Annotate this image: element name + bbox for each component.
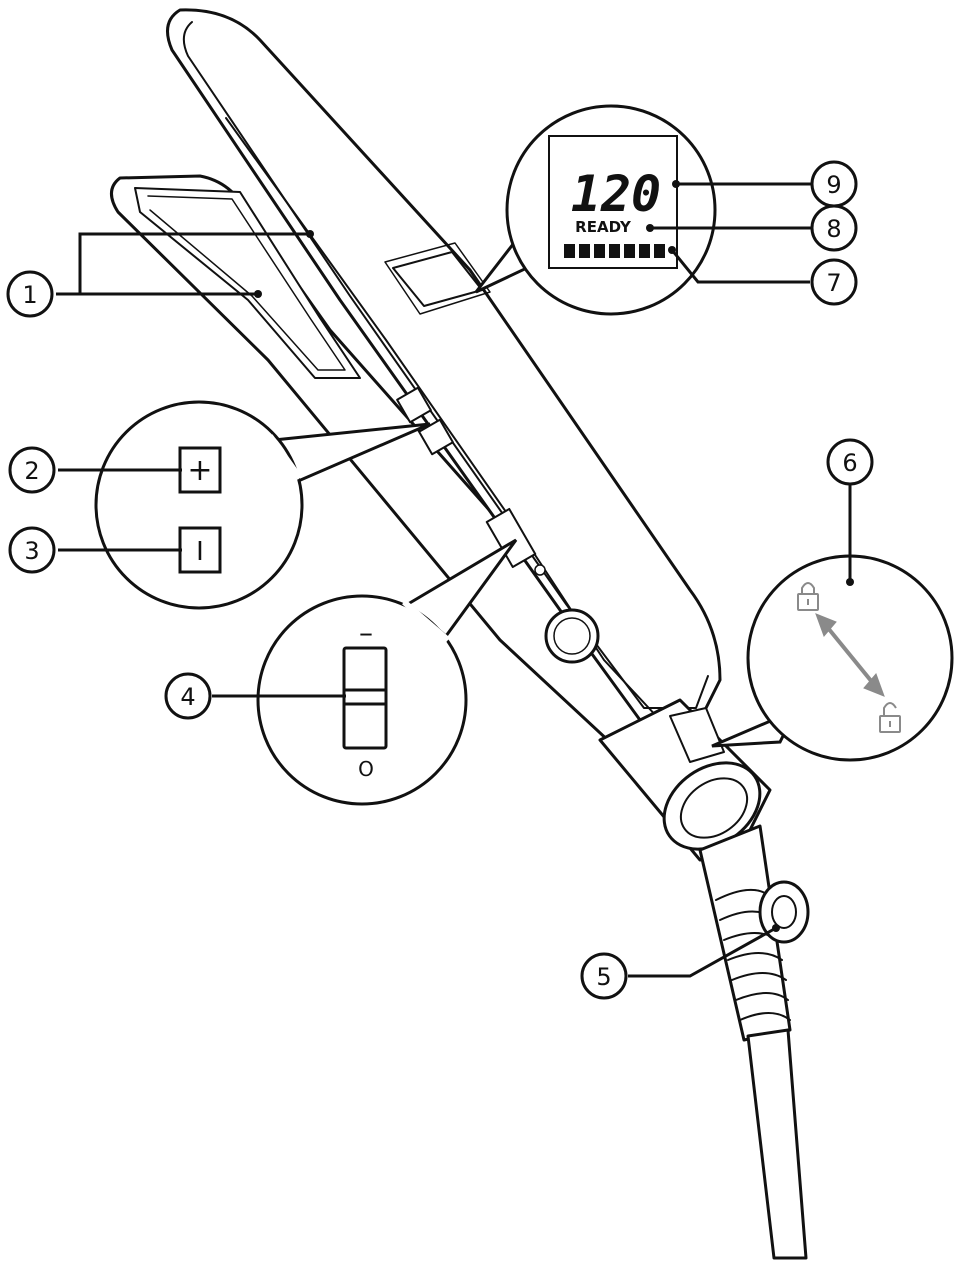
callout-numbers: 1 2 3 4 5 6 7 8 9 [22,171,857,991]
body-round-knob-inner [553,617,591,655]
switch-bottom-symbol: O [358,757,374,781]
callout-circles [6,160,874,1000]
callout-number-3: 3 [24,537,39,565]
minus-button [178,526,222,574]
lcd-ready-text: READY [575,218,632,236]
swivel-ring-inner [679,777,749,839]
lcd-temperature: 120 [571,165,661,223]
callout-number-6: 6 [842,449,857,477]
lcd-level-bar [654,244,665,258]
slide-switch [342,646,388,750]
plus-symbol: + [187,453,212,488]
straightener-body [110,8,810,1260]
leader-7 [670,249,810,284]
lower-plate-inner [147,195,346,371]
hanging-loop-inner [771,895,797,929]
callout-circle-6 [826,438,874,486]
callout-circle-7 [810,258,858,306]
lcd-level-bar [609,244,620,258]
leader-1 [78,232,310,296]
body-display-frame [384,242,491,315]
lcd-level-bar [639,244,650,258]
callout-circle-2 [8,446,56,494]
lcd-level-bar [564,244,575,258]
switch-magnifier: – O [256,538,518,806]
leader-dots [254,180,854,932]
hanging-loop [758,880,810,944]
switch-top-symbol: – [359,616,373,649]
callout-number-2: 2 [24,457,39,485]
lcd-level-bars [564,244,665,258]
callout-circle-4 [164,672,212,720]
body-slide-switch [485,507,537,569]
display-magnifier: 120 READY [474,104,717,316]
lock-collar [669,707,725,763]
callout-number-5: 5 [596,963,611,991]
body-switch-dot [534,564,546,576]
callout-circle-3 [8,526,56,574]
locked-padlock-icon [797,582,819,611]
callout-number-1: 1 [22,281,37,309]
minus-symbol: I [196,537,204,567]
leader-lines [56,182,852,978]
buttons-magnifier-circle [94,400,304,610]
leader-5 [628,926,777,978]
callout-number-7: 7 [826,269,841,297]
strain-relief-ribs [715,889,791,1021]
lock-direction-arrow [815,613,885,697]
lcd-level-bar [579,244,590,258]
plus-button [178,446,222,494]
body-plus-button [396,386,432,424]
lock-magnifier [711,554,954,762]
callout-number-9: 9 [826,171,841,199]
upper-arm [166,8,722,722]
unlocked-padlock-icon [879,702,901,733]
callout-circle-5 [580,952,628,1000]
power-cord [746,1028,808,1260]
callout-circle-1 [6,270,54,318]
lcd-level-bar [594,244,605,258]
buttons-magnifier: + I [94,400,431,610]
callout-number-4: 4 [180,683,195,711]
lcd-level-bar [624,244,635,258]
callout-circle-9 [810,160,858,208]
callout-number-8: 8 [826,215,841,243]
upper-arm-inner [182,21,709,709]
